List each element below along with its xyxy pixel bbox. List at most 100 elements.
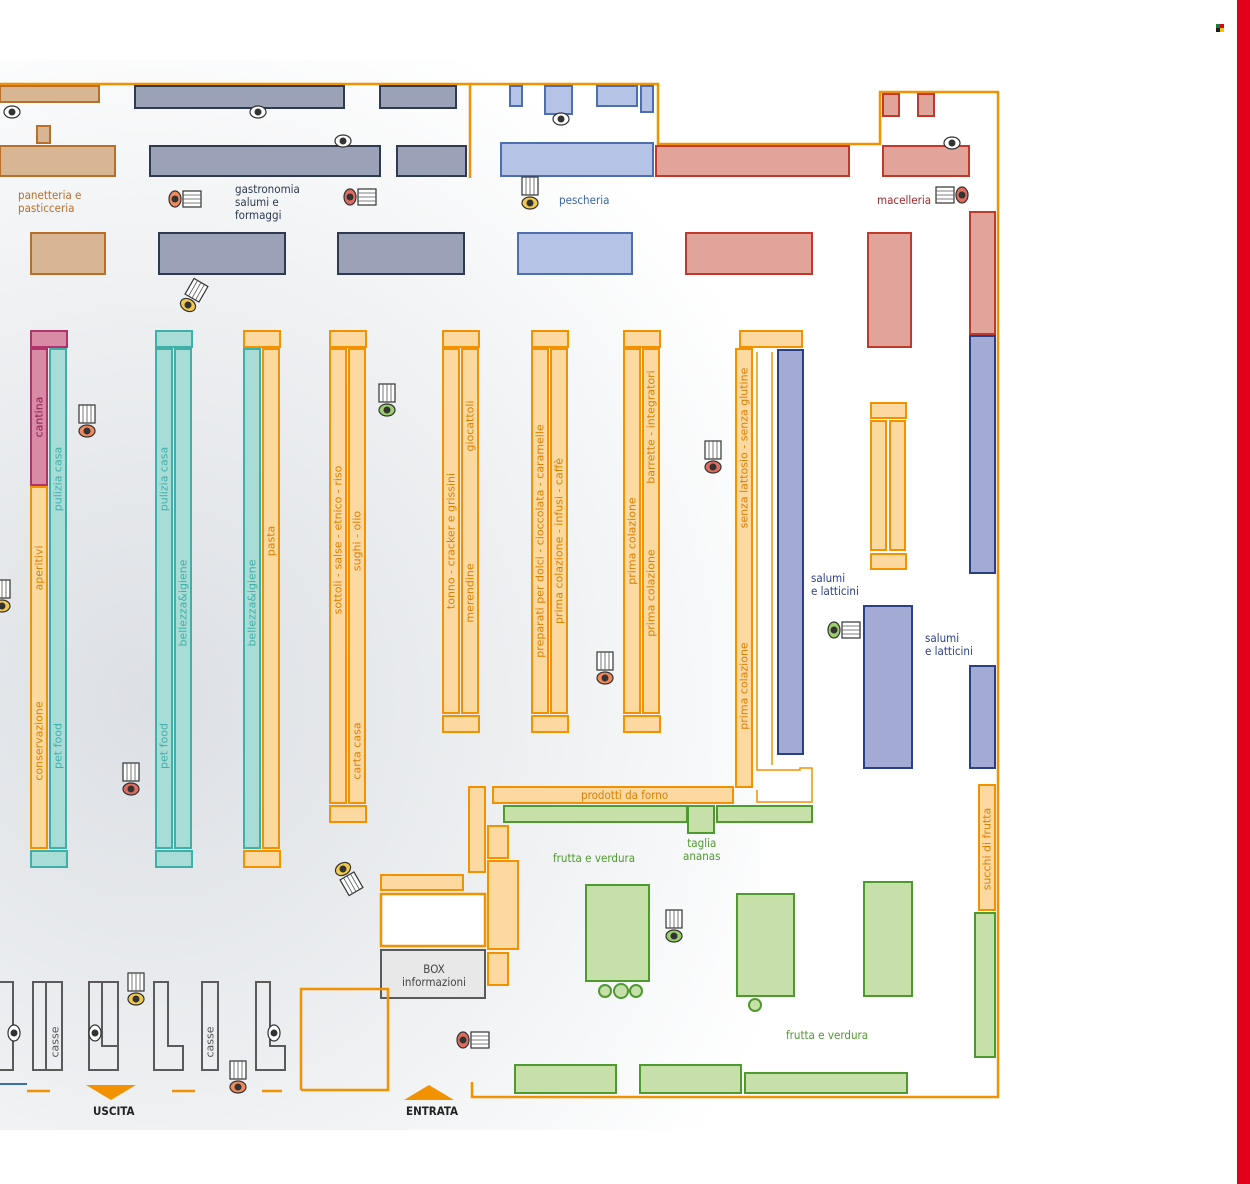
- shopper-icon: [943, 136, 961, 150]
- produce-basket: [629, 984, 643, 998]
- aisle-label-cantina: cantina: [32, 396, 46, 438]
- aisle-cap: [442, 330, 480, 348]
- bakery-counter: [36, 125, 51, 144]
- butcher-counter: [685, 232, 813, 275]
- shopper-icon: [552, 112, 570, 126]
- produce-stand: [585, 884, 650, 982]
- label-info-box: BOX informazioni: [402, 962, 466, 989]
- aisle-label-bellezza: bellezza&igiene: [245, 559, 259, 647]
- shelf-pulizia-casa: [49, 348, 67, 849]
- shopper-with-cart-icon: [521, 176, 539, 210]
- outer-wall: [470, 82, 1000, 1099]
- shelf-island: [870, 420, 887, 551]
- shelf-pulizia-casa: [155, 348, 173, 849]
- bakery-counter: [0, 85, 100, 103]
- shelf-sughi: [348, 348, 366, 804]
- label-exit: USCITA: [93, 1104, 135, 1118]
- aisle-cap: [155, 330, 193, 348]
- label-pineapple: taglia ananas: [683, 836, 721, 863]
- butcher-counter: [655, 145, 850, 177]
- shopper-icon: [334, 134, 352, 148]
- shelf-prima-colazione: [550, 348, 568, 714]
- aisle-label-giocattoli: giocattoli: [463, 400, 477, 452]
- aisle-label-sughi: sughi - olio: [350, 510, 364, 572]
- label-dairy: salumi e latticini: [925, 631, 973, 658]
- fish-counter: [517, 232, 633, 275]
- aisle-label-prima-colazione: prima colazione: [737, 642, 751, 730]
- shopper-with-cart-icon: [122, 762, 140, 796]
- fish-counter: [544, 85, 573, 115]
- shelf-senza-lattosio: [735, 348, 753, 788]
- aisle-label-pet-food: pet food: [51, 723, 65, 769]
- label-produce: frutta e verdura: [553, 851, 636, 865]
- label-fish: pescheria: [559, 193, 610, 207]
- butcher-counter: [969, 211, 996, 335]
- aisle-label-succhi: succhi di frutta: [980, 807, 994, 891]
- shelf-cantina: [30, 348, 48, 486]
- info-box: [380, 949, 486, 999]
- aisle-label-aperitivi: aperitivi: [32, 545, 46, 591]
- shopper-icon: [88, 1024, 102, 1042]
- deli-counter: [396, 145, 467, 177]
- shopper-with-cart-icon: [334, 861, 364, 897]
- label-butcher: macelleria: [877, 193, 932, 207]
- shopper-with-cart-icon: [78, 404, 96, 438]
- shelf-orange: [380, 874, 464, 891]
- deli-counter: [337, 232, 465, 275]
- shelf-prima-colazione: [623, 348, 641, 714]
- aisle-cap: [243, 330, 281, 348]
- shopper-with-cart-icon: [665, 909, 683, 943]
- entrance-gate: [299, 987, 390, 1092]
- butcher-counter: [917, 93, 935, 117]
- shopper-icon: [7, 1024, 21, 1042]
- aisle-label-casse: casse: [48, 1026, 62, 1058]
- shopper-icon: [3, 105, 21, 119]
- aisle-label-conservazione: conservazione: [32, 701, 46, 781]
- aisle-label-merendine: merendine: [463, 563, 477, 623]
- dairy-shelf: [863, 605, 913, 769]
- aisle-cap: [870, 553, 907, 570]
- fish-counter: [500, 142, 654, 177]
- aisle-label-pet-food: pet food: [157, 723, 171, 769]
- shelf-preparati: [531, 348, 549, 714]
- aisle-label-carta-casa: carta casa: [350, 722, 364, 780]
- aisle-label-pasta: pasta: [264, 525, 278, 557]
- shelf-aperitivi: [30, 486, 48, 849]
- produce-shelf: [687, 805, 715, 834]
- butcher-counter: [882, 145, 970, 177]
- wall-segment: [756, 352, 813, 803]
- dairy-shelf: [969, 665, 996, 769]
- aisle-cap: [243, 850, 281, 868]
- aisle-label-pulizia-casa: pulizia casa: [157, 446, 171, 512]
- info-area: [379, 892, 487, 948]
- aisle-label-casse: casse: [203, 1026, 217, 1058]
- aisle-cap: [329, 330, 367, 348]
- deli-counter: [379, 85, 457, 109]
- label-dairy: salumi e latticini: [811, 571, 859, 598]
- shopper-with-cart-icon: [229, 1060, 247, 1094]
- dairy-shelf: [969, 335, 996, 574]
- dairy-shelf: [777, 349, 804, 755]
- shelf-sottoli: [329, 348, 347, 804]
- shelf-prodotti-da-forno: [492, 786, 734, 804]
- bakery-counter: [0, 145, 116, 177]
- fish-counter: [640, 85, 654, 113]
- fish-counter: [596, 85, 638, 107]
- fish-counter: [509, 85, 523, 107]
- butcher-counter: [882, 93, 900, 117]
- shelf-tonno: [442, 348, 460, 714]
- shopper-with-cart-icon: [0, 579, 11, 613]
- entrance-arrow-icon: [404, 1085, 454, 1100]
- label-bakery: panetteria e pasticceria: [18, 188, 82, 215]
- aisle-label-tonno: tonno - cracker e grissini: [444, 472, 458, 610]
- produce-shelf: [974, 912, 996, 1058]
- shelf-giocattoli: [461, 348, 479, 714]
- deli-counter: [158, 232, 286, 275]
- aisle-label-prima-colazione: prima colazione: [625, 497, 639, 585]
- aisle-label-bellezza: bellezza&igiene: [176, 559, 190, 647]
- shopper-with-cart-icon: [704, 440, 722, 474]
- shelf-bellezza: [243, 348, 261, 849]
- label-deli: gastronomia salumi e formaggi: [235, 182, 300, 222]
- aisle-cap: [30, 330, 68, 348]
- deli-counter: [134, 85, 345, 109]
